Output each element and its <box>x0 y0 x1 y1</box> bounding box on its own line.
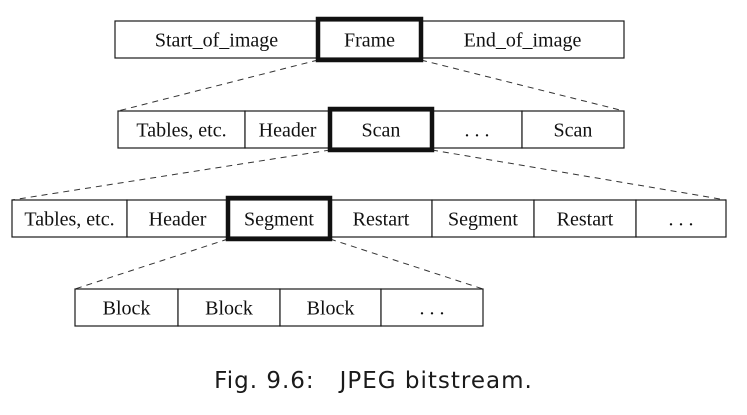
cell-label: Tables, etc. <box>136 120 226 142</box>
highlight-outline <box>225 195 333 242</box>
diagram-row: Block Block Block . . . <box>74 288 484 327</box>
diagram-cell: Segment <box>431 199 535 238</box>
diagram-cell: . . . <box>635 199 727 238</box>
diagram-cell: Tables, etc. <box>117 110 246 149</box>
cell-box <box>533 199 637 238</box>
cell-label: Segment <box>244 209 314 231</box>
diagram-cell: Segment <box>227 199 331 238</box>
cell-box <box>11 199 128 238</box>
diagram-cell: Restart <box>533 199 637 238</box>
cell-label: Block <box>307 298 355 320</box>
expansion-line-right <box>431 149 727 201</box>
cell-label: . . . <box>669 209 694 231</box>
cell-box <box>126 199 229 238</box>
cell-label: Block <box>103 298 151 320</box>
diagram-cell: End_of_image <box>420 20 625 59</box>
cell-label: Restart <box>353 209 410 231</box>
diagram-cell: Scan <box>521 110 625 149</box>
expansion-connectors <box>11 59 727 290</box>
cell-label: Header <box>259 120 317 142</box>
cell-box <box>114 20 319 59</box>
expansion-line-left <box>117 59 319 112</box>
expansion-line-left <box>11 149 331 201</box>
diagram-cell: . . . <box>431 110 523 149</box>
diagram-cell: Header <box>244 110 331 149</box>
diagram-cell: Block <box>74 288 179 327</box>
cell-box <box>317 20 422 59</box>
cell-box <box>431 110 523 149</box>
diagram-cell: Start_of_image <box>114 20 319 59</box>
highlight-outline <box>327 106 435 153</box>
diagram-row: Tables, etc. Header Segment Restart Segment R… <box>11 199 727 238</box>
caption-text: JPEG bitstream. <box>339 368 533 394</box>
cell-box <box>329 199 433 238</box>
cell-label: Start_of_image <box>155 30 278 52</box>
cell-label: Tables, etc. <box>24 209 114 231</box>
diagram-cell: Block <box>279 288 382 327</box>
cell-box <box>380 288 484 327</box>
cell-box <box>279 288 382 327</box>
cell-label: Scan <box>362 120 401 142</box>
figure-caption: Fig. 9.6: JPEG bitstream. <box>0 368 747 394</box>
cell-label: Block <box>205 298 253 320</box>
highlight-outline <box>315 16 424 63</box>
cell-box <box>74 288 179 327</box>
cell-label: Restart <box>557 209 614 231</box>
cell-box <box>177 288 281 327</box>
diagram-cell: Frame <box>317 20 422 59</box>
expansion-line-left <box>74 238 229 290</box>
diagram-cell: . . . <box>380 288 484 327</box>
cell-label: End_of_image <box>464 30 582 52</box>
diagram-cell: Scan <box>329 110 433 149</box>
diagram-cell: Tables, etc. <box>11 199 128 238</box>
cell-box <box>635 199 727 238</box>
cell-label: Segment <box>448 209 518 231</box>
cell-box <box>431 199 535 238</box>
expansion-line-right <box>420 59 625 112</box>
cell-label: Header <box>149 209 207 231</box>
cell-box <box>244 110 331 149</box>
cell-label: Scan <box>554 120 593 142</box>
cell-label: Frame <box>344 30 395 52</box>
caption-prefix: Fig. 9.6: <box>214 368 315 394</box>
expansion-line-right <box>329 238 484 290</box>
diagram-row: Tables, etc. Header Scan . . . Scan <box>117 110 625 149</box>
cell-box <box>521 110 625 149</box>
cell-label: . . . <box>420 298 445 320</box>
diagram-cell: Block <box>177 288 281 327</box>
cell-label: . . . <box>465 120 490 142</box>
diagram-row: Start_of_image Frame End_of_image <box>114 20 625 59</box>
diagram-cell: Restart <box>329 199 433 238</box>
diagram-cell: Header <box>126 199 229 238</box>
cell-box <box>420 20 625 59</box>
